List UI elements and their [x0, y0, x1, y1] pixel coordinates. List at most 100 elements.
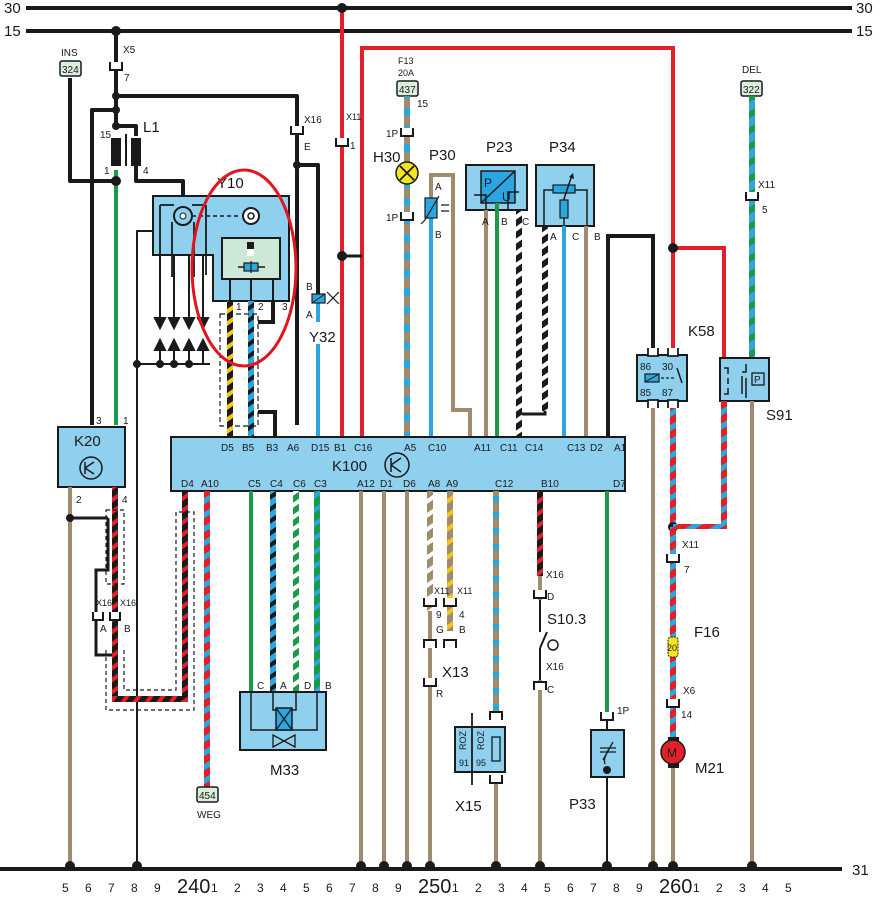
- ruler-mark: 3: [498, 881, 505, 895]
- ruler-mark: 240: [177, 876, 210, 897]
- component-p30: P30 A B: [420, 147, 472, 437]
- k100-pin-c12: C12: [495, 479, 514, 490]
- connector-x16-a: X16 A: [92, 598, 112, 635]
- p23-pin-c: C: [522, 217, 529, 228]
- terminal-324-id: 324: [62, 65, 79, 76]
- wire-k100-a9: [447, 491, 453, 631]
- k100-pin-c6: C6: [293, 479, 306, 490]
- ruler-mark: 3: [257, 881, 264, 895]
- k100-pin-b1: B1: [334, 443, 347, 454]
- ruler-mark: 4: [280, 881, 287, 895]
- x6-pin: 14: [681, 710, 693, 721]
- k100-pin-c5: C5: [248, 479, 261, 490]
- h30-1p-bot: 1P: [386, 213, 399, 224]
- x13-label: X13: [442, 664, 469, 681]
- x16-e-pin: E: [304, 142, 311, 153]
- k100-pin-c14: C14: [525, 443, 544, 454]
- ruler-mark: 7: [108, 881, 115, 895]
- y10-pin-1: 1: [236, 302, 242, 313]
- terminal-454-id: 454: [199, 791, 216, 802]
- ruler-mark: 8: [372, 881, 379, 895]
- ruler-mark: 6: [326, 881, 333, 895]
- y32-pin-a: A: [306, 310, 313, 321]
- k100-pin-a9: A9: [446, 479, 459, 490]
- y10-pin-2: 2: [258, 302, 264, 313]
- switch-s10-3: X16 D S10.3 X16 C: [533, 570, 586, 696]
- k100-pin-a10: A10: [201, 479, 219, 490]
- component-p34: P34 A C B: [535, 139, 601, 437]
- x11-5-label: X11: [758, 180, 775, 191]
- k100-pin-d7: D7: [613, 479, 626, 490]
- highlight-ellipse: [190, 168, 298, 368]
- s91-label: S91: [766, 407, 793, 424]
- connector-x6-14: X6 14: [666, 686, 696, 721]
- p23-pin-b: B: [501, 217, 508, 228]
- x15-roz-1: ROZ: [458, 731, 468, 751]
- ruler-mark: 2: [716, 881, 723, 895]
- component-h30: H30: [373, 149, 419, 185]
- m33-label: M33: [270, 762, 299, 779]
- wire-y10-d5: [227, 301, 233, 437]
- ruler-mark: 8: [613, 881, 620, 895]
- p23-symbol-p: P: [484, 176, 492, 190]
- h30-label: H30: [373, 149, 401, 166]
- ruler-mark: 250: [418, 876, 451, 897]
- ground-junctions: [356, 861, 757, 871]
- rail-15-label-right: 15: [856, 23, 873, 40]
- rail-30-label-left: 30: [4, 0, 21, 17]
- connector-x13: X13 R: [423, 639, 469, 700]
- wire-s91-out: [721, 401, 727, 529]
- k100-pin-a1: A1: [614, 443, 627, 454]
- rail-30-label-right: 30: [856, 0, 873, 17]
- l1-pin-15: 15: [100, 130, 112, 141]
- connector-x11-1: X11 1: [335, 112, 361, 152]
- k100-pin-d4: D4: [181, 479, 194, 490]
- p34-pin-a: A: [550, 232, 557, 243]
- ruler-mark: 6: [567, 881, 574, 895]
- connector-x16-b: X16 B: [109, 598, 136, 635]
- y32-label: Y32: [309, 329, 336, 346]
- x5-label: X5: [123, 45, 136, 56]
- k100-pin-c4: C4: [270, 479, 283, 490]
- terminal-437-id: 437: [399, 85, 416, 96]
- component-k20: K20 3 1 2 4: [57, 416, 129, 506]
- x11-7-pin: 7: [684, 565, 690, 576]
- k58-pin-85: 85: [640, 388, 652, 399]
- terminal-454-label: WEG: [197, 810, 221, 821]
- l1-pin-1: 1: [104, 166, 110, 177]
- x5-pin: 7: [124, 73, 130, 84]
- x16-a-label: X16: [96, 598, 112, 608]
- k100-pin-a12: A12: [357, 479, 375, 490]
- k58-label: K58: [688, 323, 715, 340]
- k100-pin-a8: A8: [428, 479, 441, 490]
- wire-k100-c3: [314, 491, 320, 692]
- f13-rating: 20A: [398, 68, 414, 78]
- p34-pin-b: B: [594, 232, 601, 243]
- ruler-mark: 260: [659, 876, 692, 897]
- rail-15-label-left: 15: [4, 23, 21, 40]
- motor-m21: M M21: [660, 737, 724, 777]
- ruler-mark: 4: [762, 881, 769, 895]
- ruler-mark: 2: [234, 881, 241, 895]
- component-m33: C A D B M33: [239, 681, 332, 779]
- wire-k100-c12: [493, 491, 499, 711]
- wire-red-30: [340, 8, 726, 437]
- x16-d-pin: D: [547, 592, 554, 603]
- ruler-mark: 9: [395, 881, 402, 895]
- wire-y10-b5: [248, 301, 254, 437]
- wire-h30: [404, 96, 410, 437]
- ruler-mark: 7: [349, 881, 356, 895]
- p23-symbol-u: U: [502, 190, 511, 204]
- wire-p23-c: [516, 210, 522, 437]
- ruler-mark: 3: [739, 881, 746, 895]
- x16-c-pin: C: [547, 685, 554, 696]
- l1-pin-4: 4: [143, 166, 149, 177]
- h30-1p-top: 1P: [386, 129, 399, 140]
- m33-pin-a: A: [280, 681, 287, 692]
- k20-pin-4: 4: [122, 495, 128, 506]
- x16-a-pin: A: [100, 624, 107, 635]
- p30-pin-b: B: [435, 230, 442, 241]
- k20-pin-3: 3: [96, 416, 102, 427]
